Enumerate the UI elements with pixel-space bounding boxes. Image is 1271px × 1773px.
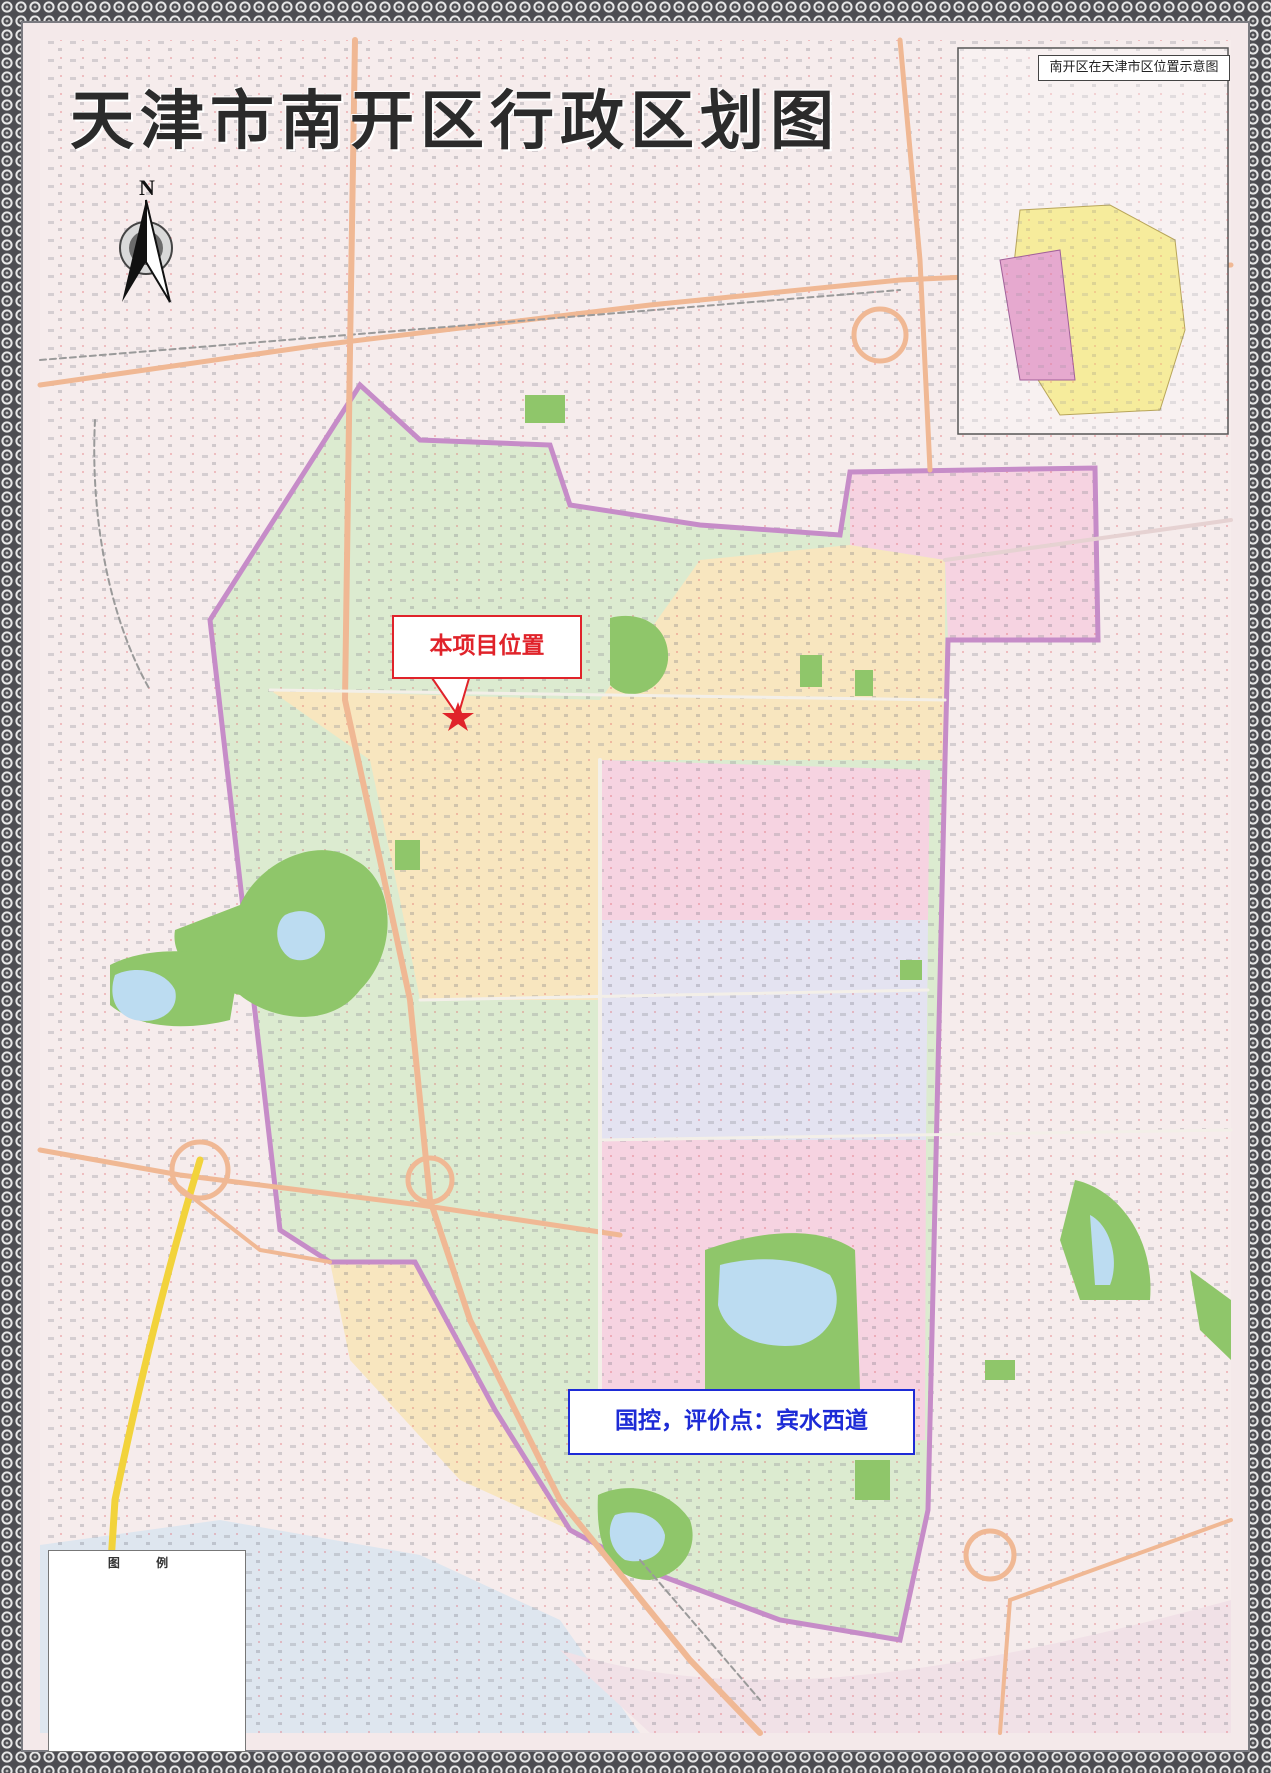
map-title: 天津市南开区行政区划图 (70, 85, 840, 159)
project-location-callout: 本项目位置 (392, 615, 582, 679)
star-icon (442, 702, 474, 731)
legend (48, 1550, 246, 1752)
inset-title: 南开区在天津市区位置示意图 (1038, 55, 1230, 81)
lakes (112, 911, 1114, 1562)
north-label: N (139, 175, 155, 200)
inset-map (957, 47, 1229, 435)
monitoring-station-callout: 国控，评价点：宾水西道 (568, 1389, 915, 1455)
interchanges (169, 306, 1017, 1582)
legend-title: 图 例 (107, 1556, 185, 1570)
roads (37, 37, 1234, 1737)
north-arrow-icon (119, 199, 173, 303)
